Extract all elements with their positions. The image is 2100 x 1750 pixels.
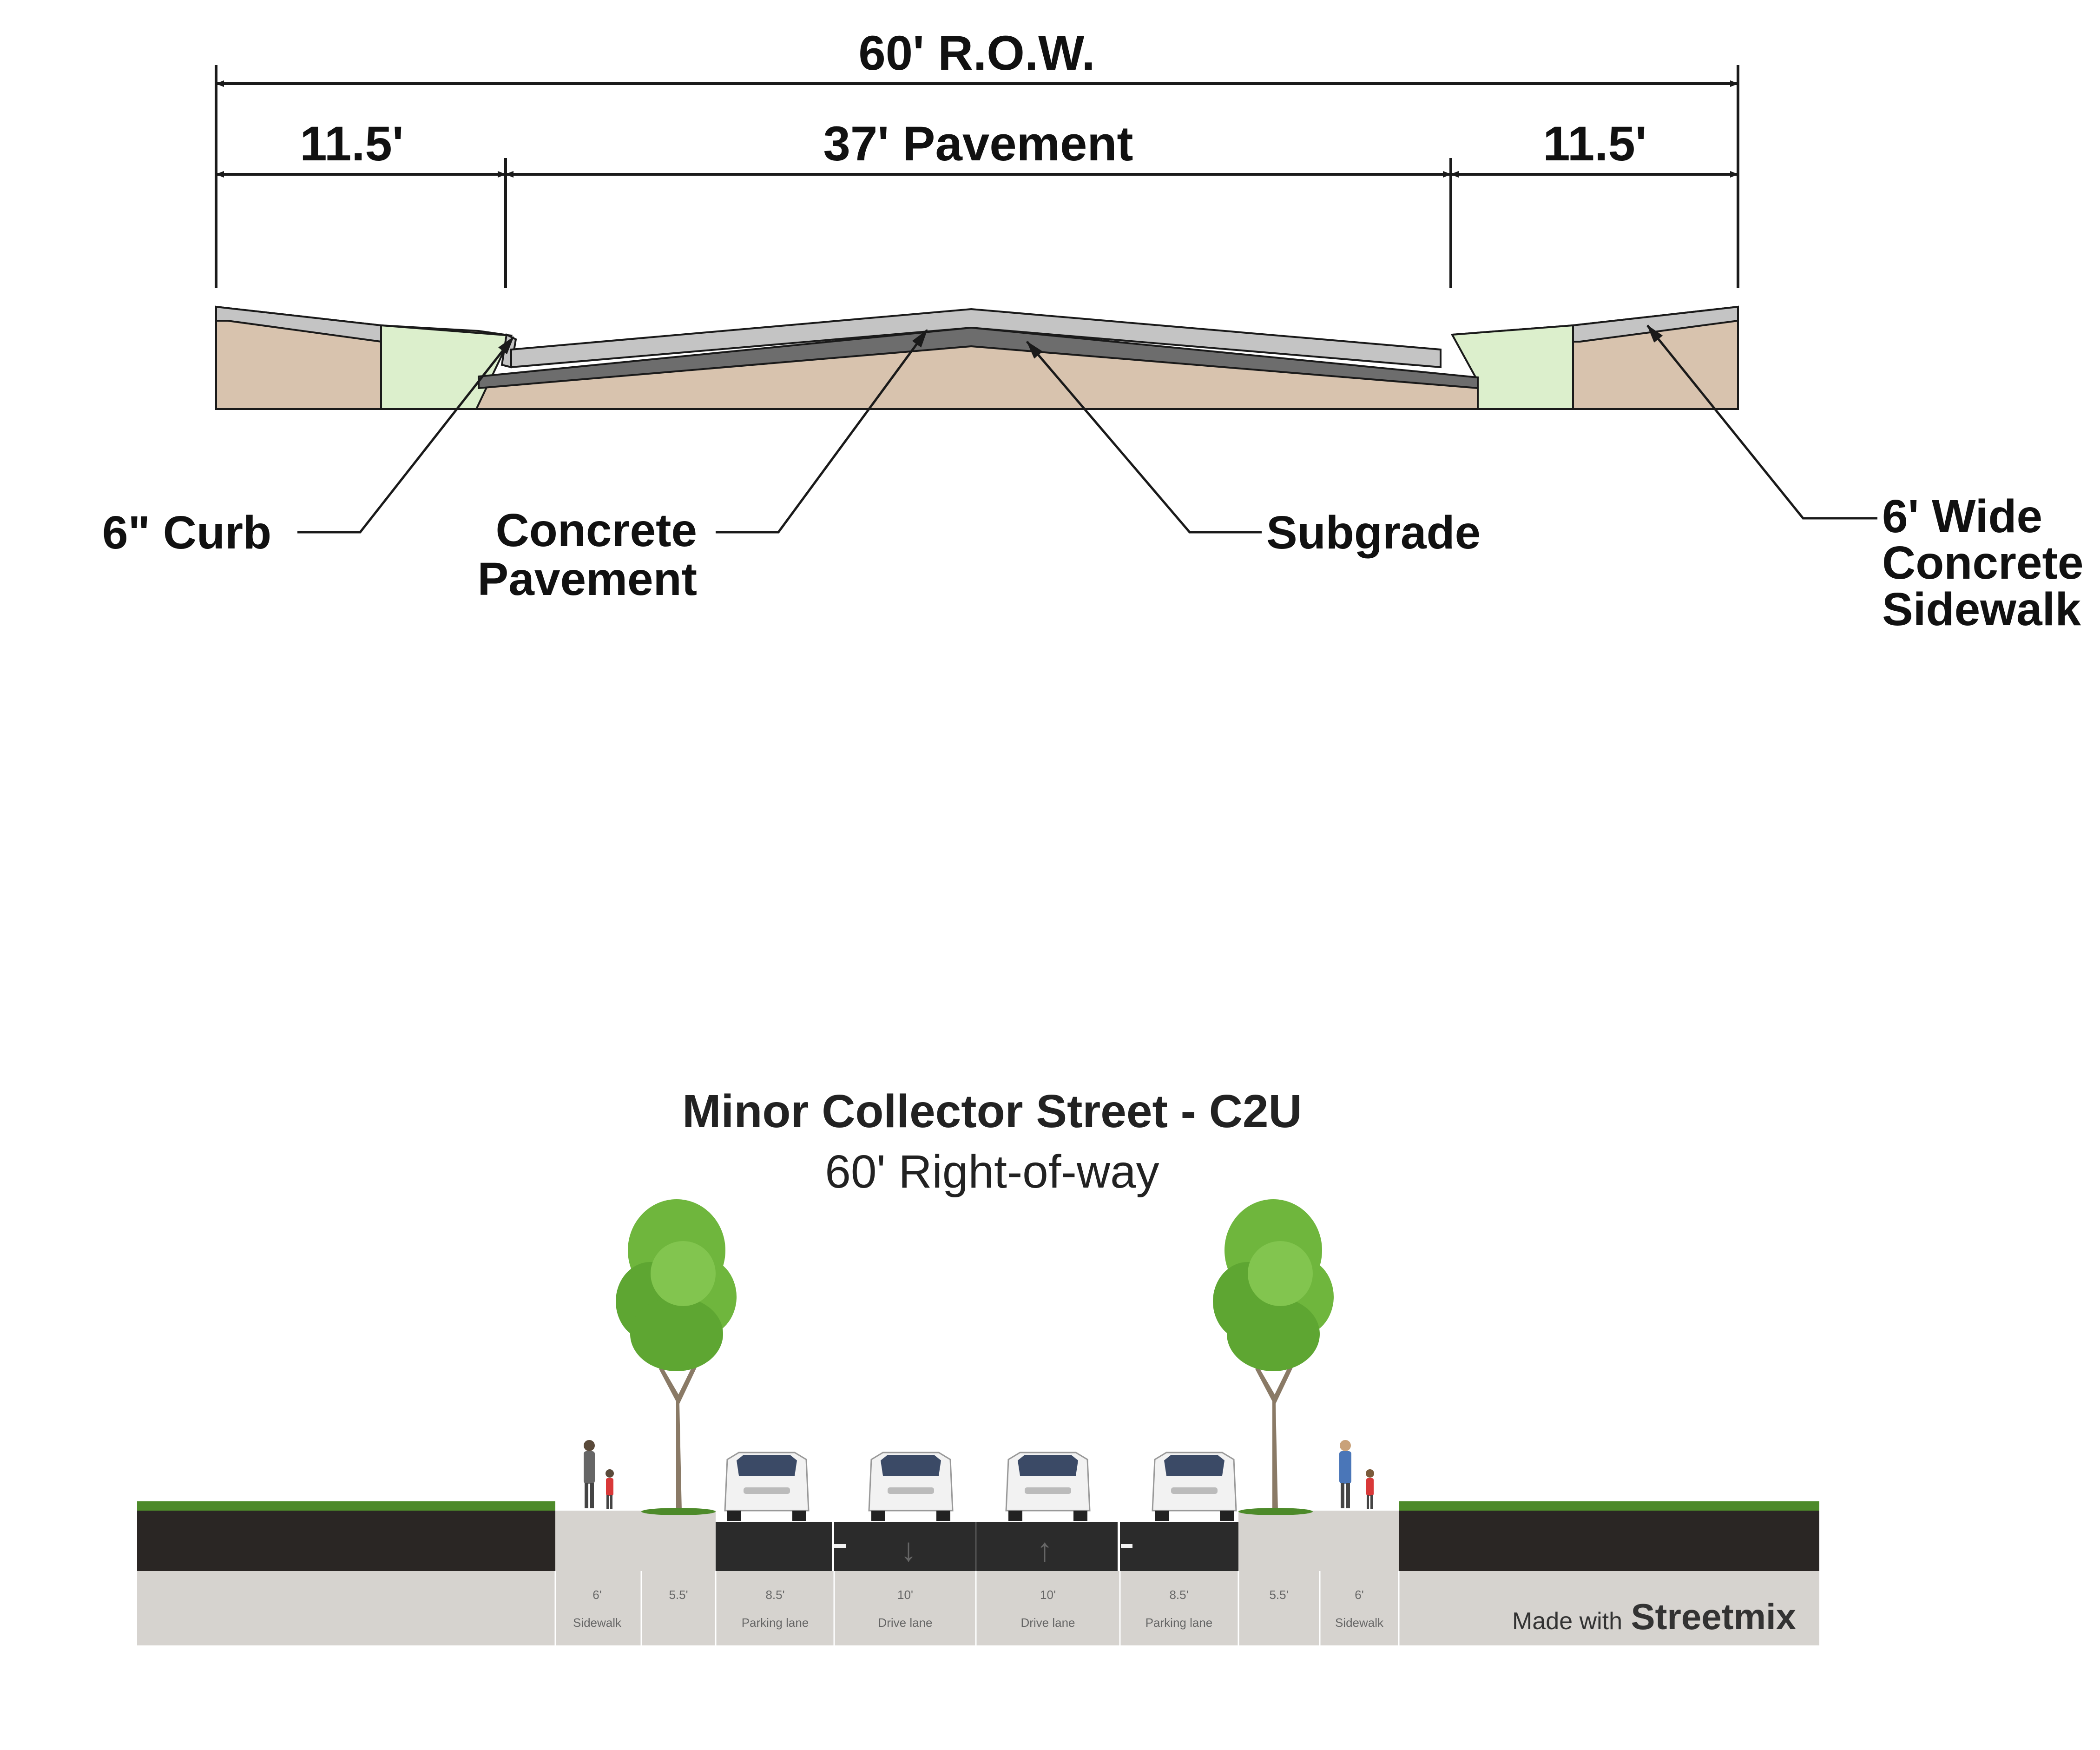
sidewalk-label-line3: Sidewalk — [1882, 583, 2081, 635]
pavement-leader — [716, 329, 928, 534]
streetmix-section: Minor Collector Street - C2U 60' Right-o… — [137, 1085, 1819, 1645]
left-sidewalk-block — [555, 1511, 716, 1571]
left-dimension-label: 11.5' — [300, 117, 404, 171]
up-arrow-icon: ↑ — [1037, 1532, 1053, 1568]
planting-strip-right — [1450, 324, 1574, 410]
sidewalk-label-line2: Concrete — [1882, 537, 2083, 589]
streetmix-subtitle: 60' Right-of-way — [825, 1146, 1159, 1198]
parking-marker-icon — [834, 1544, 846, 1548]
parking-lane-right — [1120, 1522, 1238, 1571]
concrete-pavement-label-line1: Concrete — [496, 504, 697, 556]
sidewalk-label-line1: 6' Wide — [1882, 490, 2042, 542]
segment-width-label: 8.5' — [765, 1588, 784, 1602]
tree-pit — [641, 1508, 716, 1515]
segment-name-label: Parking lane — [742, 1616, 809, 1630]
subgrade-label: Subgrade — [1266, 507, 1481, 559]
concrete-pavement-label-line2: Pavement — [478, 553, 697, 605]
car-icon — [1005, 1452, 1091, 1521]
car-icon — [724, 1452, 810, 1521]
down-arrow-icon: ↓ — [901, 1532, 917, 1568]
segment-width-label: 6' — [1355, 1588, 1363, 1602]
pedestrian-icon — [584, 1440, 614, 1509]
curb-leader — [297, 336, 514, 534]
parking-marker-icon — [1121, 1544, 1132, 1548]
car-icon — [868, 1452, 954, 1521]
curb-label: 6" Curb — [102, 507, 271, 559]
tree-pit — [1238, 1508, 1313, 1515]
segment-width-label: 5.5' — [669, 1588, 688, 1602]
right-sidewalk-block — [1238, 1511, 1399, 1571]
right-dirt — [1399, 1511, 1819, 1571]
streetmix-logo: Streetmix — [1631, 1596, 1797, 1637]
dimension-lines — [215, 65, 1739, 288]
pavement-dimension-label: 37' Pavement — [823, 117, 1133, 171]
segment-name-label: Drive lane — [878, 1616, 932, 1630]
row-dimension-label: 60' R.O.W. — [858, 26, 1095, 80]
segment-name-label: Parking lane — [1145, 1616, 1213, 1630]
segment-name-label: Sidewalk — [1335, 1616, 1384, 1630]
left-dirt — [137, 1511, 555, 1571]
pavement-base — [478, 326, 1479, 390]
segment-width-label: 5.5' — [1269, 1588, 1288, 1602]
segment-name-label: Drive lane — [1020, 1616, 1075, 1630]
ground-strip — [137, 1571, 1819, 1645]
sidewalk-leader — [1646, 324, 1877, 520]
right-dimension-label: 11.5' — [1543, 117, 1647, 171]
pavement-slab — [510, 308, 1442, 369]
pedestrian-icon — [1339, 1440, 1374, 1509]
leaders — [297, 324, 1877, 534]
car-icon — [1152, 1452, 1237, 1521]
subgrade-leader — [1026, 341, 1262, 534]
segment-width-label: 8.5' — [1169, 1588, 1188, 1602]
sidewalk-left — [215, 305, 382, 343]
cross-section: 60' R.O.W. 11.5' 37' Pavement 11.5' 6" C… — [102, 26, 2083, 635]
right-grass — [1399, 1501, 1819, 1511]
tree-icon — [616, 1199, 737, 1511]
made-with-streetmix: Made with Streetmix — [1512, 1596, 1796, 1637]
section-profile — [215, 305, 1739, 410]
made-with-label: Made with — [1512, 1608, 1622, 1635]
segment-name-label: Sidewalk — [573, 1616, 622, 1630]
segment-width-label: 10' — [1040, 1588, 1056, 1602]
left-grass — [137, 1501, 555, 1511]
segment-dividers — [554, 1571, 1400, 1645]
tree-icon — [1213, 1199, 1334, 1511]
segment-width-label: 10' — [897, 1588, 913, 1602]
segment-width-label: 6' — [592, 1588, 601, 1602]
parking-lane-left — [716, 1522, 832, 1571]
streetmix-title: Minor Collector Street - C2U — [682, 1085, 1302, 1137]
